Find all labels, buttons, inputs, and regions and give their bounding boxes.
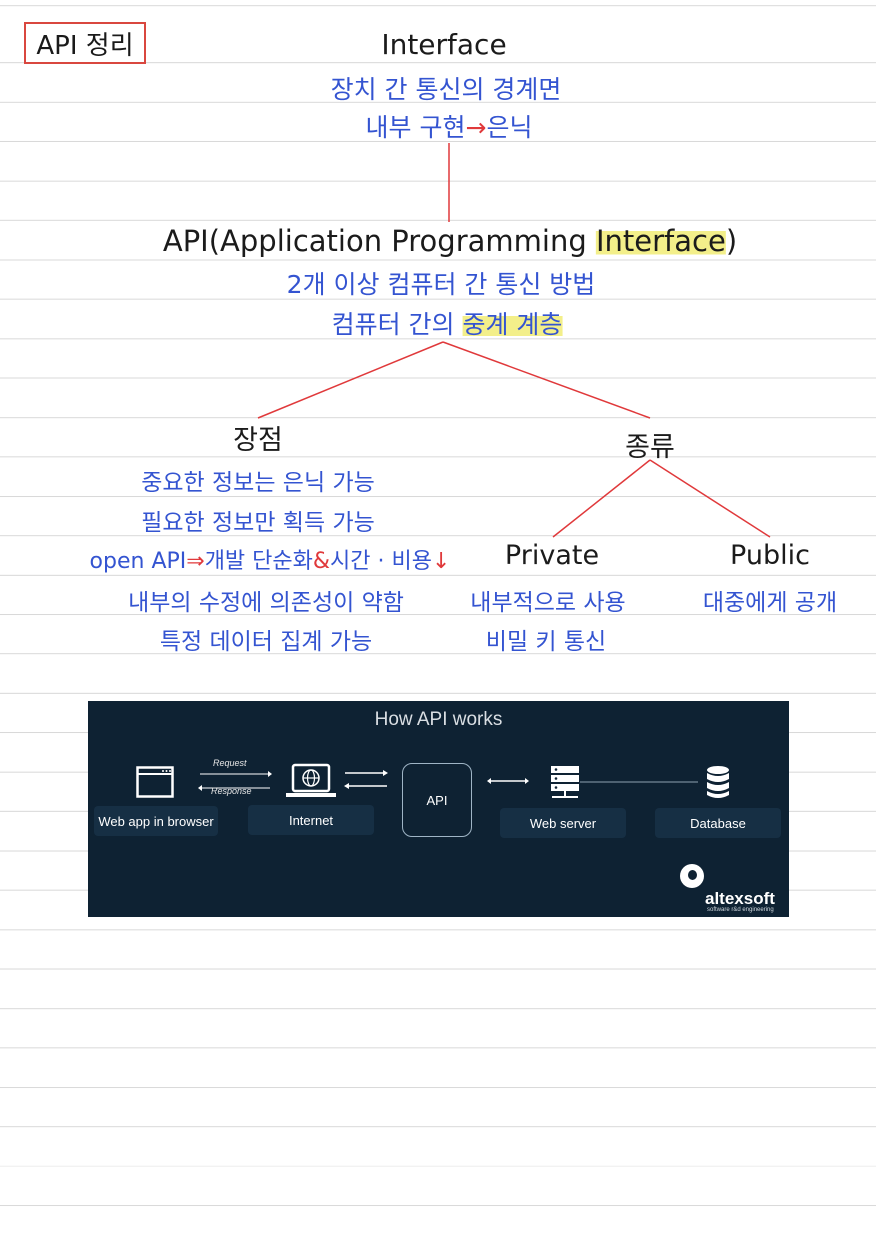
pros-heading: 장점: [233, 425, 283, 456]
web-app-box: Web app in browser: [94, 806, 218, 836]
pros-open-api: open API⇒개발 단순화&시간 · 비용↓: [90, 543, 451, 575]
server-database-line: [580, 781, 698, 783]
pros-item: 필요한 정보만 획득 가능: [141, 510, 375, 536]
public-item: 대중에게 공개: [702, 590, 838, 616]
private-item: 비밀 키 통신: [485, 629, 607, 655]
private-heading: Private: [504, 540, 600, 571]
public-heading: Public: [730, 540, 810, 571]
interface-encapsulation: 내부 구현→은닉: [366, 108, 533, 144]
server-icon: [551, 766, 579, 798]
api-middle-layer-prefix: 컴퓨터 간의: [331, 310, 463, 339]
hidden-text: 은닉: [486, 113, 533, 142]
api-box: API: [402, 763, 472, 837]
api-heading-prefix: API(Application Programming: [162, 224, 596, 258]
api-middle-layer-highlight: 중계 계층: [462, 310, 563, 339]
database-icon: [707, 766, 729, 798]
pros-item: 중요한 정보는 은닉 가능: [141, 470, 375, 496]
interface-heading: Interface: [381, 28, 507, 61]
browser-window-icon: [136, 766, 174, 798]
pros-item: 내부의 수정에 의존성이 약함: [128, 590, 404, 616]
arrow-right-icon: →: [465, 113, 487, 142]
open-api-cost: 시간 · 비용: [330, 549, 433, 574]
api-server-arrow: [487, 778, 529, 784]
api-heading-suffix: ): [725, 224, 738, 258]
open-api-simplify: 개발 단순화: [204, 549, 313, 574]
request-label: Request: [213, 758, 247, 768]
api-heading-highlight: Interface: [595, 224, 726, 258]
connector-api-pros: [257, 341, 444, 419]
how-api-works-diagram: How API works Web app in browser Request…: [88, 701, 789, 917]
web-server-box: Web server: [500, 808, 626, 838]
pros-item: 특정 데이터 집계 가능: [159, 629, 373, 655]
double-arrow-icon: ⇒: [186, 549, 205, 574]
connector-api-kinds: [442, 341, 651, 419]
database-box: Database: [655, 808, 781, 838]
api-definition: 2개 이상 컴퓨터 간 통신 방법: [286, 270, 596, 299]
altexsoft-logo-text: altexsoft: [705, 889, 775, 908]
ampersand-mark: &: [312, 549, 331, 574]
internet-api-arrows: [344, 770, 388, 789]
api-heading: API(Application Programming Interface): [163, 224, 737, 258]
open-api-label: open API: [89, 549, 187, 574]
connector-kinds-public: [649, 459, 771, 538]
private-item: 내부적으로 사용: [470, 590, 626, 616]
connector-kinds-private: [552, 459, 651, 538]
diagram-title: How API works: [374, 709, 503, 730]
kinds-heading: 종류: [625, 432, 675, 463]
internet-box: Internet: [248, 805, 374, 835]
interface-definition: 장치 간 통신의 경계면: [330, 75, 562, 104]
request-response-arrows: [198, 771, 272, 791]
altexsoft-logo-icon: [680, 864, 704, 888]
response-label: Response: [211, 786, 252, 796]
down-arrow-icon: ↓: [432, 549, 451, 574]
api-middle-layer: 컴퓨터 간의 중계 계층: [332, 305, 563, 341]
note-title: API 정리: [24, 22, 146, 64]
internal-impl-text: 내부 구현: [365, 113, 466, 142]
laptop-globe-icon: [286, 763, 336, 797]
altexsoft-tagline: software r&d engineering: [707, 907, 774, 913]
